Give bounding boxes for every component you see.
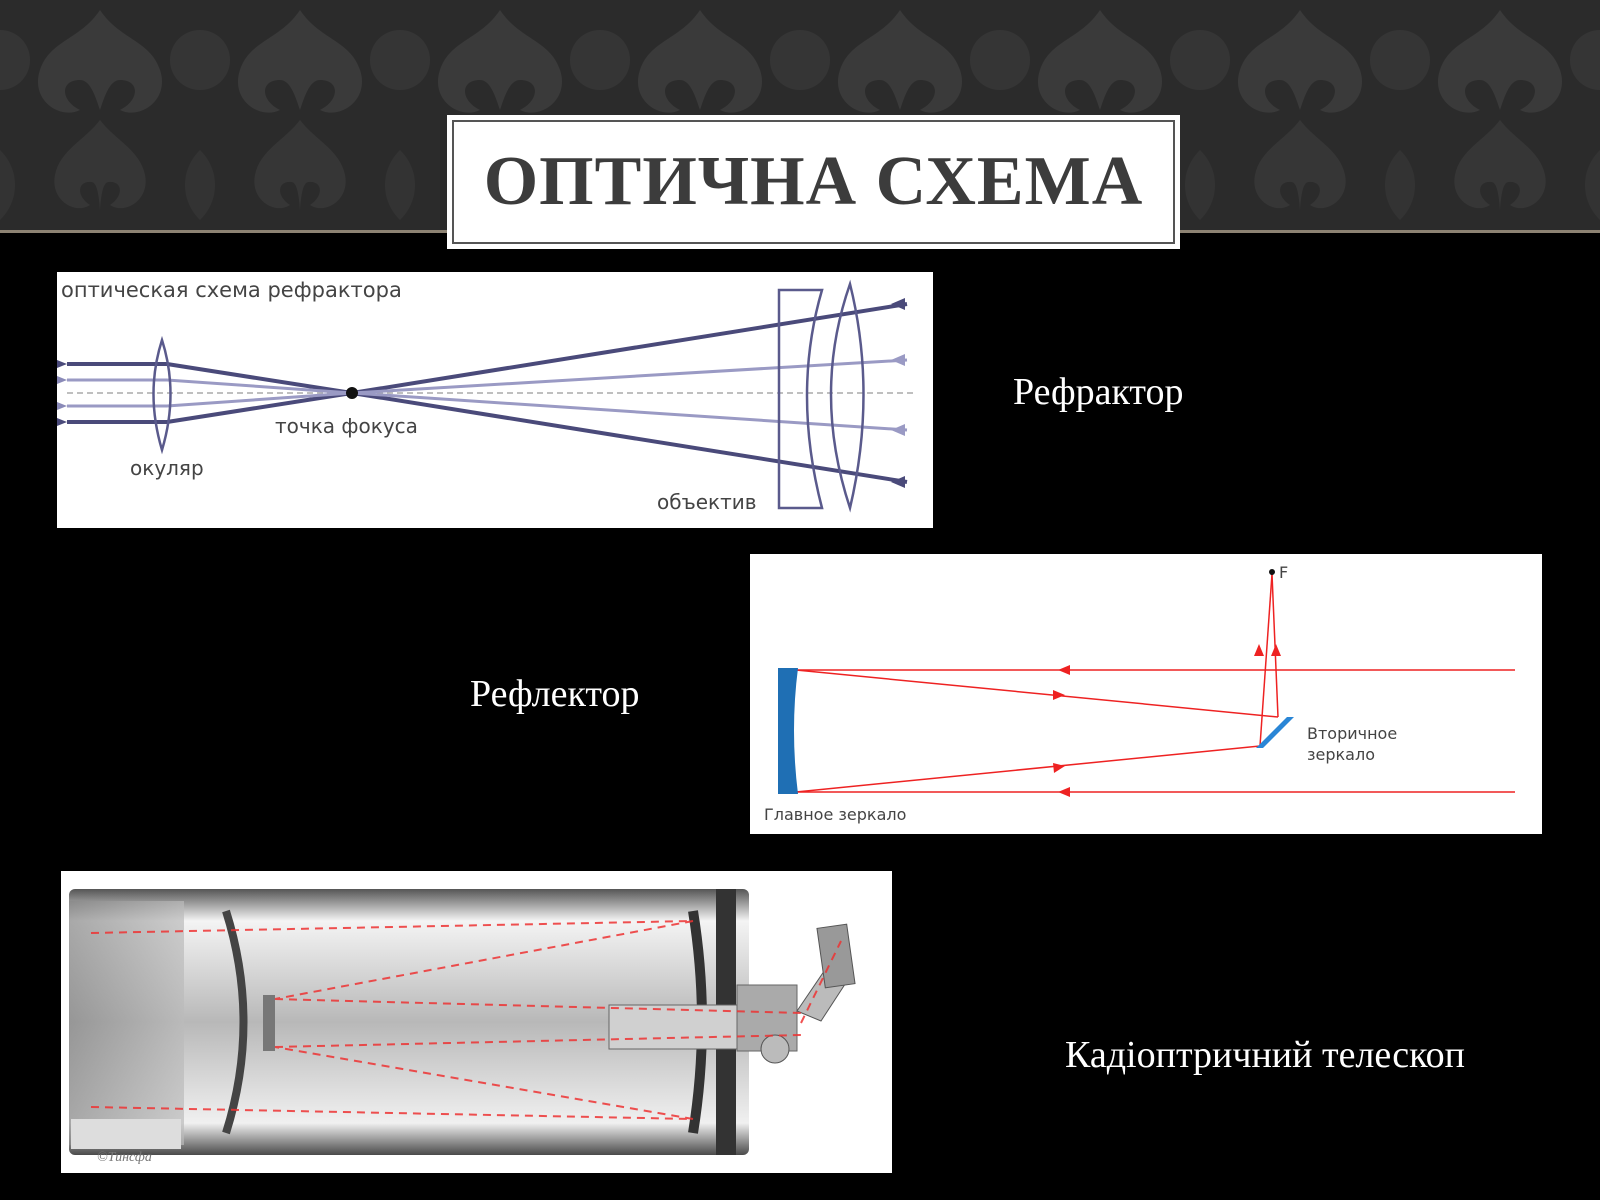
ray-outer-top — [351, 302, 908, 395]
ray-top-exit — [274, 998, 802, 1014]
ray-bottom-exit — [274, 1034, 802, 1048]
ray-to-eyepiece — [800, 940, 842, 1024]
arrow-in-bottom — [1058, 787, 1070, 797]
focus-label: точка фокуса — [275, 414, 418, 438]
reflector-diagram: F Вторичное зеркало Главное зеркало — [750, 554, 1542, 834]
catadioptric-diagram: ©Тинсфа — [61, 871, 892, 1173]
eyepiece-lens — [152, 335, 172, 455]
ray-inner-div-bottom — [166, 391, 353, 408]
incoming-arrow-2 — [891, 354, 905, 366]
ray-top-refl — [274, 920, 694, 1000]
arrow-in-top — [1058, 665, 1070, 675]
focus-point-f — [1269, 569, 1275, 575]
corrector-plate — [222, 909, 248, 1135]
incoming-arrow-4 — [891, 476, 905, 488]
refractor-heading: оптическая схема рефрактора — [61, 278, 402, 302]
arrow-refl-bottom — [1053, 763, 1065, 773]
primary-mirror — [778, 668, 798, 794]
caption-reflector: Рефлектор — [470, 673, 640, 715]
secondary-label-1: Вторичное — [1307, 724, 1397, 743]
reflected-ray-bottom — [795, 745, 1261, 793]
ray-diverge-bottom — [166, 391, 353, 424]
catadioptric-svg: ©Тинсфа — [69, 889, 856, 1165]
secondary-mirror — [1256, 717, 1294, 748]
slide-title: ОПТИЧНА СХЕМА — [483, 143, 1144, 220]
primary-mirror-label: Главное зеркало — [764, 805, 906, 824]
focus-point — [346, 387, 358, 399]
focus-knob — [760, 1034, 790, 1064]
arrow-up-left — [1254, 644, 1264, 656]
exit-ray-right — [1271, 573, 1279, 718]
ray-outer-bottom — [351, 391, 908, 484]
secondary-mirror-holder — [263, 995, 275, 1051]
ray-bottom-refl — [274, 1046, 694, 1120]
refractor-svg: оптическая схема рефрактора точка фокуса… — [57, 278, 917, 514]
title-box: ОПТИЧНА СХЕМА — [447, 115, 1180, 249]
exit-ray-left — [1259, 573, 1273, 747]
caption-refractor: Рефрактор — [1013, 371, 1184, 413]
title-frame — [453, 121, 1174, 243]
refractor-diagram: оптическая схема рефрактора точка фокуса… — [57, 272, 933, 528]
baffle-tube — [608, 1004, 738, 1050]
ray-top-in — [90, 920, 694, 934]
ray-inner-bottom — [351, 391, 908, 432]
eyepiece-label: окуляр — [130, 456, 204, 480]
reflected-ray-top — [795, 669, 1279, 718]
caption-catadioptric: Кадіоптричний телескоп — [1065, 1034, 1465, 1076]
incoming-arrow-3 — [891, 424, 905, 436]
secondary-label-2: зеркало — [1307, 745, 1375, 764]
focus-f-label: F — [1279, 563, 1288, 582]
ray-bottom-in — [90, 1106, 694, 1120]
reflector-svg: F Вторичное зеркало Главное зеркало — [764, 563, 1515, 824]
dew-shield — [69, 901, 184, 1145]
arrow-up-right — [1271, 644, 1281, 656]
objective-concave-lens — [777, 288, 824, 510]
incoming-arrow-1 — [891, 298, 905, 310]
objective-convex-lens — [829, 279, 865, 513]
ray-inner-div-top — [166, 378, 353, 395]
illustration-signature: ©Тинсфа — [97, 1150, 152, 1165]
objective-label: объектив — [657, 490, 757, 514]
ray-diverge-top — [166, 362, 353, 395]
ray-inner-top — [351, 358, 908, 395]
arrow-refl-top — [1053, 690, 1065, 700]
front-band — [71, 1119, 181, 1149]
